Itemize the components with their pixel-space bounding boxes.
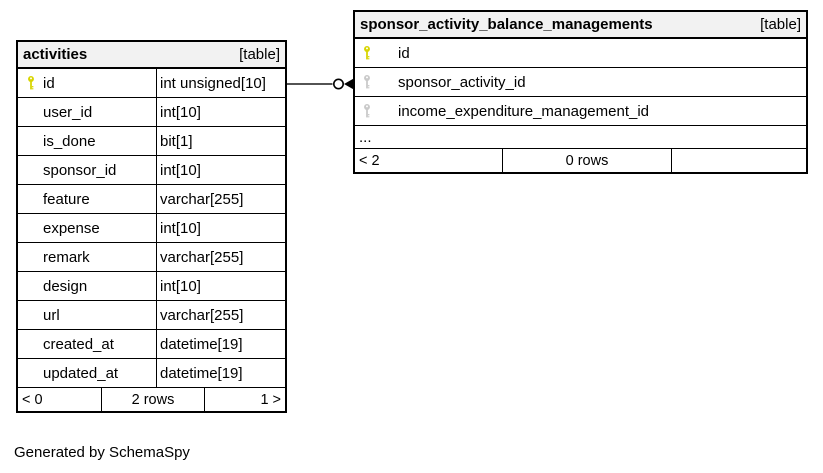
table-sabm-columns: id sponsor_activity_id income_expenditure_… [355, 39, 806, 126]
no-key-spacer [27, 161, 35, 179]
column-name-cell: feature [18, 185, 157, 213]
table-type-badge: [table] [239, 46, 280, 63]
row-count-label: 2 rows [102, 388, 205, 411]
column-name-cell: updated_at [18, 359, 157, 387]
no-key-spacer [27, 219, 35, 237]
row-count-label: 0 rows [503, 149, 672, 172]
no-key-spacer [27, 190, 35, 208]
table-activities-columns: id int unsigned[10] user_id int[10] is_done b… [18, 69, 285, 388]
no-key-spacer [27, 248, 35, 266]
column-name-cell: id [355, 39, 806, 67]
column-row-id: id int unsigned[10] [18, 69, 285, 98]
column-type: datetime[19] [160, 364, 243, 382]
column-row-created_at: created_at datetime[19] [18, 330, 285, 359]
column-type: varchar[255] [160, 190, 244, 208]
column-name-cell: id [18, 69, 157, 97]
table-activities-footer: < 0 2 rows 1 > [18, 388, 285, 411]
table-name: activities [23, 46, 88, 63]
table-name: sponsor_activity_balance_managements [360, 16, 653, 33]
column-row-income_expenditure_management_id: income_expenditure_management_id [355, 97, 806, 126]
column-name: sponsor_id [43, 161, 117, 179]
no-key-spacer [27, 306, 35, 324]
column-name: updated_at [43, 364, 119, 382]
table-type-badge: [table] [760, 16, 801, 33]
column-name: expense [43, 219, 100, 237]
column-row-user_id: user_id int[10] [18, 98, 285, 127]
pager-next-label [672, 149, 806, 172]
column-name: feature [43, 190, 90, 208]
column-type: bit[1] [160, 132, 193, 150]
column-name-cell: design [18, 272, 157, 300]
column-name: user_id [43, 103, 93, 121]
column-row-sponsor_activity_id: sponsor_activity_id [355, 68, 806, 97]
column-type: datetime[19] [160, 335, 243, 353]
foreign-key-icon [363, 73, 371, 91]
column-row-id: id [355, 39, 806, 68]
no-key-spacer [27, 103, 35, 121]
zero-cardinality-circle [332, 78, 344, 90]
table-sponsor-activity-balance-managements[interactable]: sponsor_activity_balance_managements [ta… [353, 10, 808, 174]
column-name: created_at [43, 335, 114, 353]
column-name: id [398, 44, 410, 62]
column-row-updated_at: updated_at datetime[19] [18, 359, 285, 388]
relationship-connector [287, 78, 354, 90]
column-type: int[10] [160, 103, 201, 121]
relationship-arrowhead-icon [344, 78, 354, 90]
column-row-sponsor_id: sponsor_id int[10] [18, 156, 285, 185]
foreign-key-icon [363, 102, 371, 120]
column-row-design: design int[10] [18, 272, 285, 301]
column-row-url: url varchar[255] [18, 301, 285, 330]
column-type: int[10] [160, 161, 201, 179]
table-sabm-header: sponsor_activity_balance_managements [ta… [355, 12, 806, 39]
column-type: int[10] [160, 277, 201, 295]
hidden-columns-ellipsis: ... [355, 126, 806, 149]
column-row-expense: expense int[10] [18, 214, 285, 243]
column-row-remark: remark varchar[255] [18, 243, 285, 272]
column-name-cell: created_at [18, 330, 157, 358]
no-key-spacer [27, 335, 35, 353]
no-key-spacer [27, 364, 35, 382]
column-type: int unsigned[10] [160, 74, 266, 92]
column-name: remark [43, 248, 90, 266]
pager-prev-label: < 2 [355, 149, 503, 172]
pager-prev-label: < 0 [18, 388, 102, 411]
primary-key-icon [27, 74, 35, 92]
column-type: varchar[255] [160, 306, 244, 324]
column-type: int[10] [160, 219, 201, 237]
column-name-cell: user_id [18, 98, 157, 126]
column-name-cell: is_done [18, 127, 157, 155]
pager-next-label: 1 > [260, 391, 281, 408]
table-activities[interactable]: activities [table] id int unsigned[10] use… [16, 40, 287, 413]
column-name-cell: url [18, 301, 157, 329]
column-name: income_expenditure_management_id [398, 102, 650, 120]
column-name: is_done [43, 132, 96, 150]
column-name-cell: sponsor_activity_id [355, 68, 806, 96]
no-key-spacer [27, 277, 35, 295]
primary-key-icon [363, 44, 371, 62]
table-activities-header: activities [table] [18, 42, 285, 69]
column-name: design [43, 277, 88, 295]
table-sabm-footer: < 2 0 rows [355, 149, 806, 172]
column-name: id [43, 74, 55, 92]
column-name-cell: remark [18, 243, 157, 271]
column-row-feature: feature varchar[255] [18, 185, 285, 214]
column-name-cell: expense [18, 214, 157, 242]
column-type: varchar[255] [160, 248, 244, 266]
generated-by-note: Generated by SchemaSpy [14, 444, 190, 461]
no-key-spacer [27, 132, 35, 150]
column-name-cell: income_expenditure_management_id [355, 97, 806, 125]
column-name: url [43, 306, 60, 324]
column-row-is_done: is_done bit[1] [18, 127, 285, 156]
column-name-cell: sponsor_id [18, 156, 157, 184]
column-name: sponsor_activity_id [398, 73, 526, 91]
